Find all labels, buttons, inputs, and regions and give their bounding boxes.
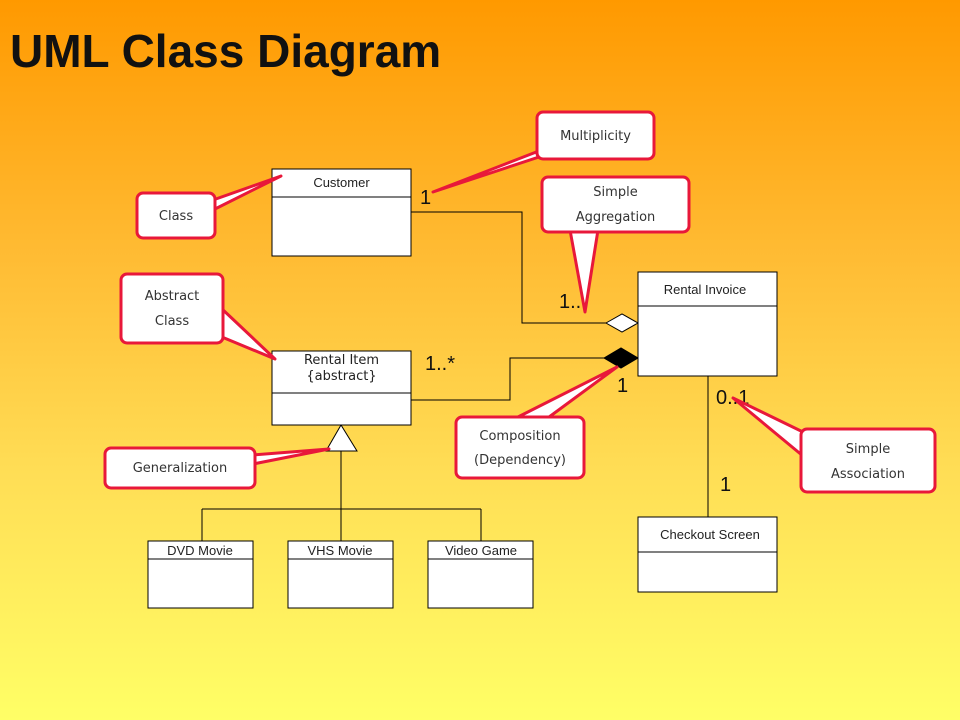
class-name-vhs-movie: VHS Movie <box>307 543 372 558</box>
callout-text-simple-association-2: Association <box>831 467 905 482</box>
callout-text-simple-aggregation-2: Aggregation <box>576 210 656 225</box>
callout-text-simple-association-1: Simple <box>846 442 890 457</box>
callout-class: Class <box>135 174 283 240</box>
class-name-checkout-screen: Checkout Screen <box>660 527 760 542</box>
composition-line <box>411 357 604 401</box>
class-name-customer: Customer <box>313 175 370 190</box>
callout-text-abstract-class-2: Class <box>155 314 189 329</box>
generalization-triangle-icon <box>325 424 358 452</box>
multiplicity-invoice-composition: 1 <box>617 375 628 397</box>
class-video-game: Video Game <box>427 540 534 609</box>
callout-text-composition-2: (Dependency) <box>474 453 566 468</box>
class-name-dvd-movie: DVD Movie <box>167 543 233 558</box>
callout-multiplicity: Multiplicity <box>431 110 656 194</box>
composition-diamond-icon <box>603 347 639 369</box>
class-name-video-game: Video Game <box>445 543 517 558</box>
multiplicity-checkout: 1 <box>720 474 731 496</box>
class-dvd-movie: DVD Movie <box>147 540 254 609</box>
multiplicity-rental-item: 1..* <box>425 353 455 375</box>
callout-abstract-class: Abstract Class <box>119 272 277 361</box>
callout-text-generalization: Generalization <box>133 461 228 476</box>
callout-text-simple-aggregation-1: Simple <box>593 185 637 200</box>
callout-generalization: Generalization <box>103 446 331 490</box>
class-rental-item: Rental Item {abstract} <box>271 350 412 426</box>
callout-text-multiplicity: Multiplicity <box>560 129 631 144</box>
class-name-rental-item: Rental Item <box>304 353 379 368</box>
class-name-rental-invoice: Rental Invoice <box>664 282 746 297</box>
callout-composition: Composition (Dependency) <box>454 365 619 480</box>
class-stereotype-abstract: {abstract} <box>306 369 376 384</box>
class-customer: Customer <box>271 168 412 257</box>
callout-text-abstract-class-1: Abstract <box>145 289 200 304</box>
callout-text-class: Class <box>159 209 193 224</box>
callout-simple-association: Simple Association <box>731 396 937 494</box>
page-title: UML Class Diagram <box>10 25 442 77</box>
callout-text-composition-1: Composition <box>479 429 560 444</box>
class-checkout-screen: Checkout Screen <box>637 516 778 593</box>
aggregation-diamond-icon <box>604 313 640 333</box>
callout-simple-aggregation: Simple Aggregation <box>540 175 691 314</box>
class-vhs-movie: VHS Movie <box>287 540 394 609</box>
aggregation-line <box>411 211 606 324</box>
multiplicity-customer: 1 <box>420 187 431 209</box>
class-rental-invoice: Rental Invoice <box>637 271 778 377</box>
